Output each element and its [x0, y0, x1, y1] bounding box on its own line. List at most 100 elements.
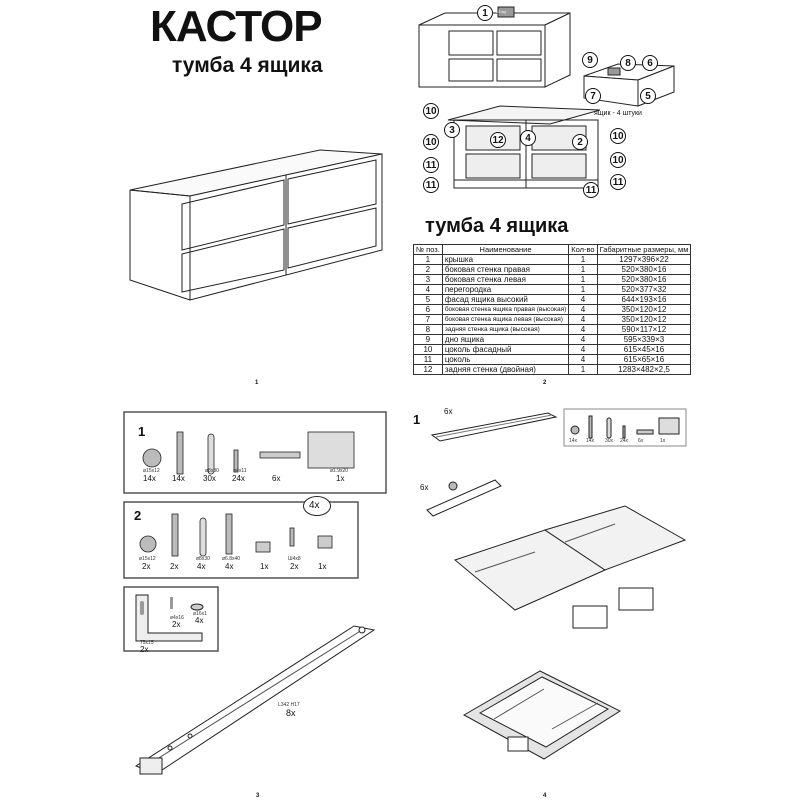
cell-position: 4: [413, 284, 443, 295]
g2-item-2-count: 2x: [170, 562, 179, 571]
cell-position: 7: [413, 314, 443, 325]
cell-quantity: 1: [568, 254, 598, 265]
cell-position: 2: [413, 264, 443, 275]
callout-11: 11: [423, 157, 439, 173]
cell-quantity: 4: [568, 344, 598, 355]
cell-name: дно ящика: [441, 334, 570, 345]
cell-quantity: 4: [568, 324, 598, 335]
cell-dimensions: 350×120×12: [596, 314, 692, 325]
cell-quantity: 4: [568, 314, 598, 325]
callout-10: 10: [423, 103, 439, 119]
g2-item-4-label: ø6.8х40: [222, 556, 241, 562]
g3-item-1-count: 2x: [172, 620, 181, 629]
page-number-4: 4: [543, 793, 547, 799]
g1-item-6-count: 1x: [336, 474, 345, 483]
step-1-label: 1: [138, 424, 146, 439]
cell-quantity: 4: [568, 304, 598, 315]
cell-name: боковая стенка левая: [441, 274, 570, 285]
callout-6: 6: [642, 55, 658, 71]
callout-5: 5: [640, 88, 656, 104]
callout-8: 8: [620, 55, 636, 71]
fittings-group-2-frame: [123, 501, 359, 579]
parts-table: № поз. Наименование Кол-во Габаритные ра…: [413, 244, 692, 375]
g2-item-7-count: 1x: [318, 562, 327, 571]
mini-part-4: 24x: [620, 438, 629, 444]
cell-dimensions: 520×377×32: [596, 284, 692, 295]
page-number-2: 2: [543, 380, 547, 386]
g1-item-4-label: ø4х11: [233, 468, 247, 474]
g2-item-5-count: 1x: [260, 562, 269, 571]
rail-label: L342 H17: [278, 702, 300, 708]
g2-item-6-label: Ш4х8: [288, 556, 301, 562]
g3-item-2-count: 4x: [195, 616, 204, 625]
cell-position: 5: [413, 294, 443, 305]
rail-count: 8x: [286, 708, 296, 718]
header-name: Наименование: [441, 244, 570, 255]
cell-position: 9: [413, 334, 443, 345]
weight-box-top: [497, 6, 515, 18]
cell-name: цоколь фасадный: [441, 344, 570, 355]
parts-table-title: тумба 4 ящика: [425, 215, 569, 237]
cell-name: боковая стенка ящика правая (высокая): [441, 304, 570, 315]
cell-dimensions: 1283×482×2,5: [596, 364, 692, 375]
header-quantity: Кол-во: [568, 244, 598, 255]
callout-1: 1: [477, 5, 493, 21]
document-title: КАСТОР: [150, 2, 323, 51]
page-number-3: 3: [256, 793, 260, 799]
cabinet-front-view: [418, 6, 571, 88]
cell-position: 10: [413, 344, 443, 355]
g2-item-1-count: 2x: [142, 562, 151, 571]
cell-dimensions: 595×339×3: [596, 334, 692, 345]
g2-item-6-count: 2x: [290, 562, 299, 571]
g1-item-5-count: 6x: [272, 474, 281, 483]
cell-quantity: 4: [568, 354, 598, 365]
cell-name: фасад ящика высокий: [441, 294, 570, 305]
g2-item-3-count: 4x: [197, 562, 206, 571]
callout-11d: 11: [583, 182, 599, 198]
g2-item-1-label: ø15х12: [139, 556, 156, 562]
parts-table-header: № поз. Наименование Кол-во Габаритные ра…: [413, 244, 692, 255]
g3-item-1-label: ø4х16: [170, 615, 184, 621]
cell-quantity: 1: [568, 364, 598, 375]
g3-item-3-count: 2x: [140, 645, 149, 654]
cell-dimensions: 520×380×16: [596, 264, 692, 275]
group-2-multiplier-badge: [303, 496, 331, 516]
group-2-multiplier: 4x: [309, 500, 320, 511]
g1-item-3-label: ø8х30: [205, 468, 219, 474]
callout-11c: 11: [610, 174, 626, 190]
cell-position: 12: [413, 364, 443, 375]
g1-item-1-count: 14x: [143, 474, 156, 483]
cell-quantity: 4: [568, 334, 598, 345]
mini-part-2: 14x: [586, 438, 595, 444]
g2-item-4-count: 4x: [225, 562, 234, 571]
cell-quantity: 4: [568, 294, 598, 305]
cell-position: 8: [413, 324, 443, 335]
mini-part-6: 1x: [660, 438, 666, 444]
cell-dimensions: 644×193×16: [596, 294, 692, 305]
cell-dimensions: 350×120×12: [596, 304, 692, 315]
callout-10b: 10: [423, 134, 439, 150]
cell-dimensions: 520×380×16: [596, 274, 692, 285]
mini-part-3: 30x: [605, 438, 614, 444]
slide-mounting-diagram: [426, 479, 687, 629]
weight-label-drawer: 4 kg: [625, 70, 633, 75]
callout-9: 9: [582, 52, 598, 68]
g2-item-3-label: ø8х30: [196, 556, 210, 562]
cell-position: 1: [413, 254, 443, 265]
mini-part-1: 14x: [569, 438, 578, 444]
g3-item-2-label: ø16х1: [193, 611, 207, 617]
parts-thumbnail-box: [563, 408, 687, 447]
callout-2: 2: [572, 134, 588, 150]
cell-name: задняя стенка (двойная): [441, 364, 570, 375]
cell-quantity: 1: [568, 274, 598, 285]
callout-7: 7: [585, 88, 601, 104]
